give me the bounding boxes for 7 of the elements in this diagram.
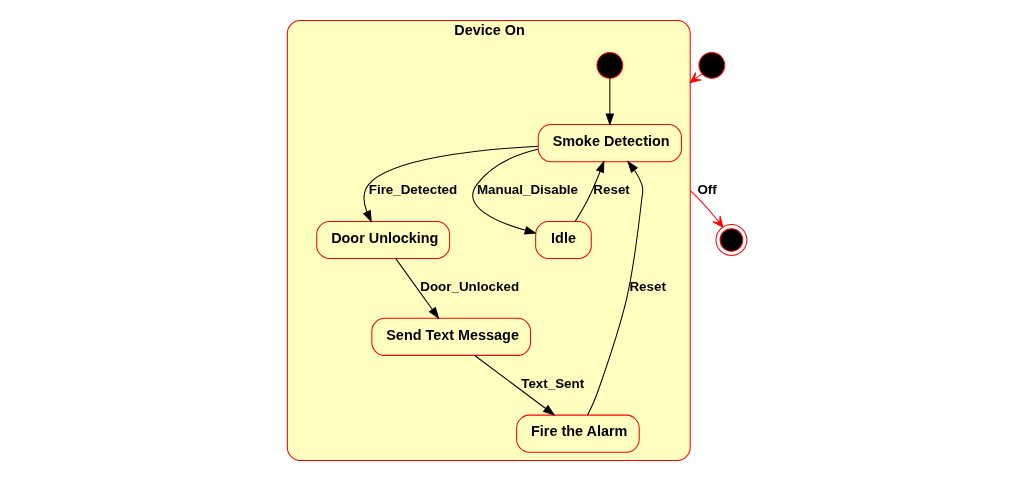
edge-label: Off xyxy=(696,182,717,198)
edge-label: Reset xyxy=(628,278,666,294)
edge-label: Door_Unlocked xyxy=(419,278,519,294)
edge-label: Manual_Disable xyxy=(476,182,578,198)
edge-label: Reset xyxy=(592,182,630,198)
edge-label: Text_Sent xyxy=(520,375,584,391)
edge-label: Fire_Detected xyxy=(368,182,457,198)
